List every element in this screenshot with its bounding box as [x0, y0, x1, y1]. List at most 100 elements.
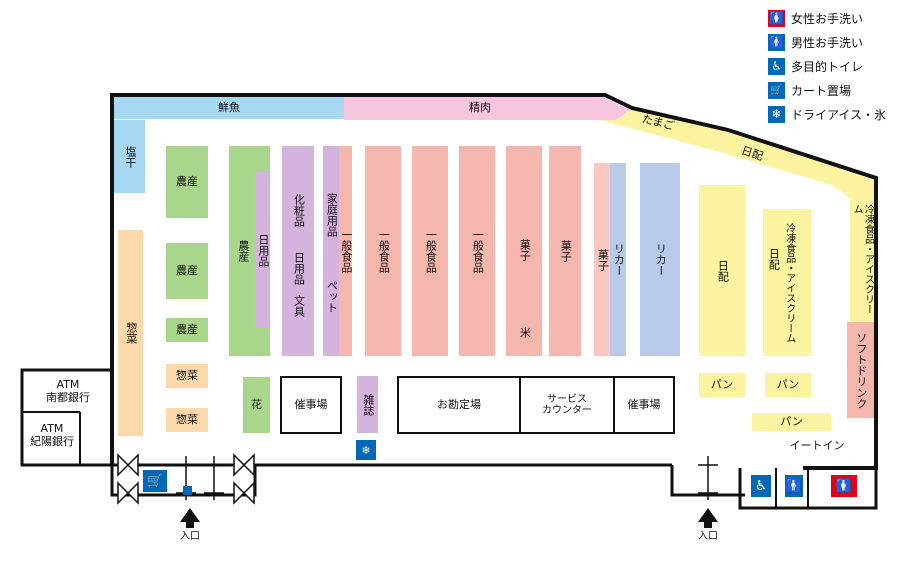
household-block: 家庭用品 ペット — [323, 146, 339, 356]
produce-block-2: 農産 — [166, 243, 208, 299]
produce-label-1: 農産 — [176, 174, 198, 188]
legend-item-male: 🚹 男性お手洗い — [768, 32, 863, 52]
liquor-block-1: リカー — [610, 163, 626, 356]
fresh-fish-label: 鮮魚 — [218, 100, 240, 114]
bread-label-3: パン — [780, 414, 803, 428]
deli-label-1: 惣菜 — [176, 368, 198, 382]
frozen-center-block: 冷凍食品・アイスクリーム 日配 — [763, 209, 811, 356]
eat-in-area: イートイン — [783, 438, 851, 454]
grocery-label-1: 一般食品 — [339, 229, 353, 273]
liquor-label-1: リカー — [612, 243, 626, 276]
snacks-block-1: 菓子 米 — [506, 146, 542, 356]
deli-left-zone: 惣菜 — [118, 230, 143, 436]
household-label: 家庭用品 — [325, 193, 339, 237]
bread-block-2: パン — [765, 373, 811, 397]
entrance-left-label: 入口 — [180, 531, 200, 543]
magazines-label: 雑誌 — [361, 393, 375, 416]
legend-label-cart: カート置場 — [791, 83, 852, 98]
legend-item-cart: 🛒 カート置場 — [768, 80, 851, 100]
dried-goods-label: 塩干 — [123, 145, 137, 168]
service-label-1: サービス — [547, 393, 587, 405]
vestibule-right — [670, 465, 745, 497]
dried-goods-zone: 塩干 — [114, 120, 145, 193]
liquor-block-2: リカー — [640, 163, 680, 356]
snacks-text-1: 菓子 — [506, 230, 542, 270]
liquor-label-2: リカー — [654, 243, 668, 276]
legend-label-accessible: 多目的トイレ — [791, 59, 864, 74]
cosmetics-text: 化粧品 — [282, 180, 314, 240]
bread-block-1: パン — [699, 373, 745, 397]
deli-block-1: 惣菜 — [166, 364, 208, 388]
produce-long-label: 農産 — [236, 240, 250, 262]
produce-label-3: 農産 — [176, 322, 198, 336]
checkout-area: お勘定場 — [397, 376, 521, 434]
store-wall — [110, 93, 878, 470]
produce-block-3: 農産 — [166, 318, 208, 342]
legend-label-ice: ドライアイス・氷 — [791, 107, 887, 122]
snacks-block-2: 菓子 — [549, 146, 581, 356]
snacks-label-2: 菓子 — [559, 240, 573, 262]
frozen-center-label: 冷凍食品・アイスクリーム — [783, 223, 795, 343]
daily-goods-text-2: 日用品 — [282, 244, 314, 292]
event-space-label-2: 催事場 — [627, 397, 661, 411]
produce-block-1: 農産 — [166, 146, 208, 218]
event-space-label-1: 催事場 — [294, 397, 328, 411]
ice-icon: ❄ — [356, 440, 376, 460]
grocery-block-1: 一般食品 — [339, 146, 353, 356]
door-icon — [117, 453, 255, 505]
entrance-arrow-right-icon — [698, 508, 718, 528]
male-restroom-icon: 🚹 — [785, 475, 803, 497]
daily-goods-label-2: 日用品 — [292, 251, 306, 285]
daily-center-text-2: 日配 — [765, 239, 781, 279]
grocery-label-4: 一般食品 — [471, 229, 485, 273]
vestibule-left — [110, 465, 257, 497]
service-counter: サービス カウンター — [519, 376, 615, 434]
snacks-block-3: 菓子 — [594, 163, 610, 356]
frozen-right-label: 冷凍食品・アイスクリーム — [851, 204, 874, 314]
atm-nanto: ATM 南都銀行 — [26, 374, 110, 410]
frozen-right-zone: 冷凍食品・アイスクリーム — [850, 204, 874, 320]
daily-center-block: 日配 — [699, 185, 745, 356]
cart-small-icon — [183, 486, 192, 495]
legend-label-male: 男性お手洗い — [791, 35, 864, 50]
bread-label-1: パン — [710, 377, 734, 391]
legend-label-female: 女性お手洗い — [791, 11, 864, 26]
ice-icon: ❄ — [768, 105, 785, 123]
atm-title-2: ATM — [40, 422, 64, 436]
male-restroom-icon: 🚹 — [768, 33, 785, 51]
daily-goods-label-1: 日用品 — [256, 233, 270, 267]
flowers-block: 花 — [243, 377, 270, 433]
cart-icon: 🛒 — [143, 470, 167, 492]
event-space-2: 催事場 — [613, 376, 675, 434]
snacks-label-3: 菓子 — [596, 248, 610, 271]
bread-label-2: パン — [776, 377, 800, 391]
pet-text: ペット — [323, 274, 339, 318]
atm-kiyo: ATM 紀陽銀行 — [24, 416, 80, 456]
deli-block-2: 惣菜 — [166, 408, 208, 432]
wheelchair-icon: ♿ — [768, 57, 785, 75]
legend-item-ice: ❄ ドライアイス・氷 — [768, 104, 886, 124]
cosmetics-label: 化粧品 — [292, 193, 306, 227]
household-text: 家庭用品 — [323, 180, 339, 250]
legend-item-accessible: ♿ 多目的トイレ — [768, 56, 863, 76]
daily-goods-block-1: 日用品 — [255, 172, 270, 328]
cart-icon: 🛒 — [768, 81, 785, 99]
meat-label: 精肉 — [469, 100, 491, 114]
service-label-2: カウンター — [542, 405, 592, 416]
female-restroom-icon: 🚺 — [768, 9, 785, 27]
entrance-marks-right — [698, 456, 718, 500]
event-space-1: 催事場 — [280, 376, 342, 434]
rice-label: 米 — [518, 326, 532, 338]
entrance-right-label: 入口 — [698, 531, 718, 543]
cosmetics-block: 化粧品 日用品 文具 — [282, 146, 314, 356]
deli-label-2: 惣菜 — [176, 412, 198, 426]
grocery-block-4: 一般食品 — [459, 146, 495, 356]
stationery-label: 文具 — [292, 295, 306, 317]
pet-label: ペット — [325, 279, 339, 313]
grocery-block-3: 一般食品 — [412, 146, 448, 356]
deli-left-label: 惣菜 — [124, 322, 138, 344]
snacks-label-1: 菓子 — [518, 239, 532, 261]
rice-text: 米 — [506, 322, 542, 342]
